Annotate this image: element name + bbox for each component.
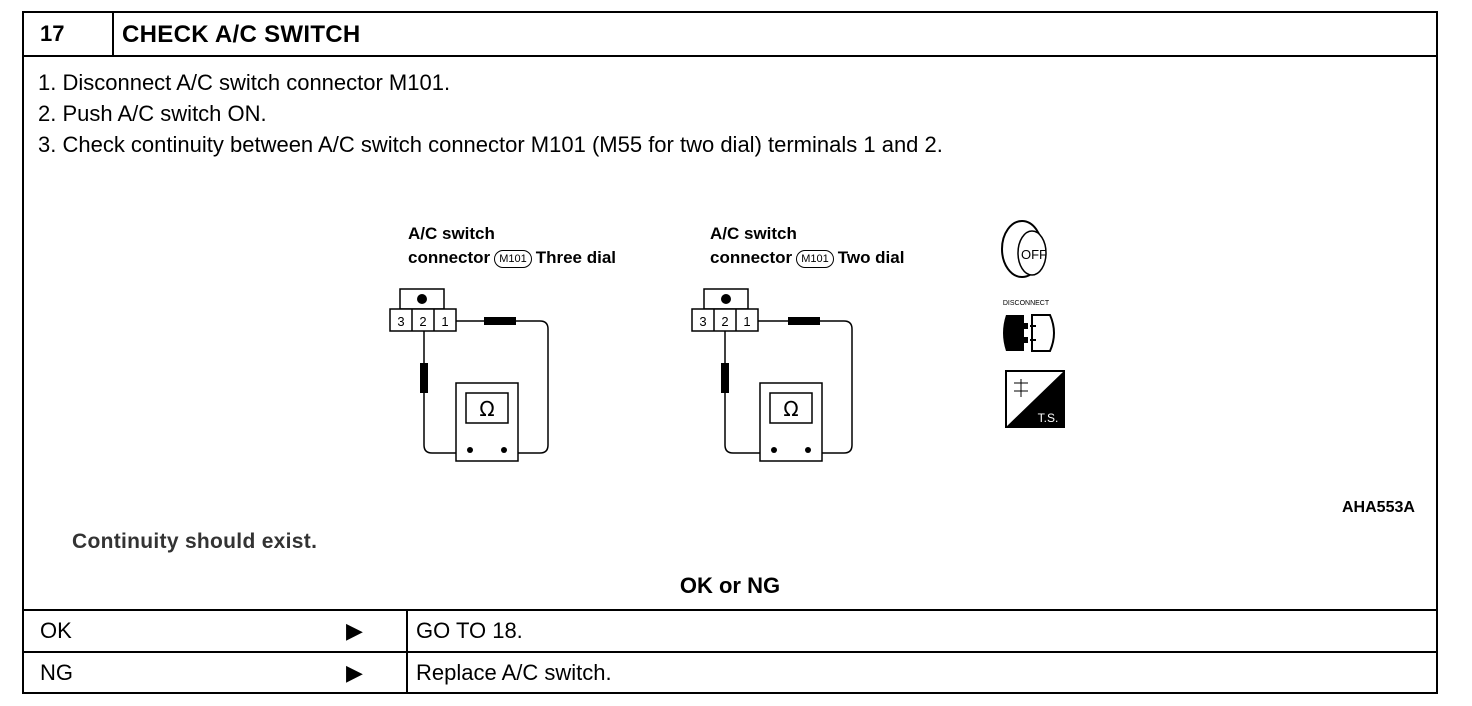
ts-icon: T.S. [1005,370,1065,428]
arrow-icon: ▶ [346,660,363,685]
procedure-title: CHECK A/C SWITCH [122,21,361,48]
ohm-symbol: Ω [479,397,494,421]
figure-code: AHA553A [1342,499,1415,516]
ohm-symbol: Ω [783,397,798,421]
instruction-step: 3. Check continuity between A/C switch c… [38,132,943,157]
svg-text:T.S.: T.S. [1038,411,1059,425]
procedure-header: 17 CHECK A/C SWITCH [24,13,1436,57]
result-action: GO TO 18. [406,611,1416,651]
result-label: OK [40,618,72,643]
result-label: NG [40,660,73,685]
continuity-test-diagram: 3 2 1 Ω 3 2 1 [389,220,1065,462]
terminal-label: 3 [397,314,404,329]
right-connector-diagram: 3 2 1 Ω [691,288,853,462]
result-action: Replace A/C switch. [406,653,1416,693]
terminal-label: 1 [743,314,750,329]
result-row-ng: NG ▶ Replace A/C switch. [24,651,1436,693]
connector-badge: M101 [796,249,834,268]
terminal-label: 2 [419,314,426,329]
expected-result: Continuity should exist. [72,530,318,553]
connector-badge: M101 [494,249,532,268]
procedure-box: 17 CHECK A/C SWITCH 1. Disconnect A/C sw… [22,11,1438,694]
terminal-label: 3 [699,314,706,329]
terminal-label: 1 [441,314,448,329]
step-number: 17 [24,13,114,55]
instruction-step: 2. Push A/C switch ON. [38,101,267,126]
instruction-step: 1. Disconnect A/C switch connector M101. [38,70,451,95]
terminal-label: 2 [721,314,728,329]
disconnect-icon: DISCONNECT [1003,300,1055,352]
result-row-ok: OK ▶ GO TO 18. [24,609,1436,651]
decision-label: OK or NG [679,573,781,598]
arrow-icon: ▶ [346,618,363,643]
left-connector-diagram: 3 2 1 Ω [389,288,549,462]
ignition-off-icon: OFF [1001,220,1047,278]
instruction-list: 1. Disconnect A/C switch connector M101.… [38,67,943,160]
svg-text:DISCONNECT: DISCONNECT [1003,300,1050,307]
svg-text:OFF: OFF [1021,247,1047,262]
